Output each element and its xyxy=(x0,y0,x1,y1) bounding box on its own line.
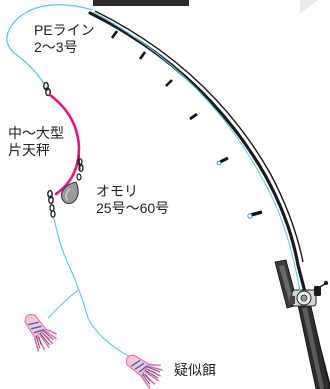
pe-line xyxy=(6,4,94,85)
top-bar xyxy=(93,0,189,6)
rod-guide xyxy=(216,156,229,166)
sinker-label-name: オモリ xyxy=(96,183,138,199)
upper-swivel-icon xyxy=(43,81,51,97)
squid-lure-icon xyxy=(24,313,58,352)
squid-lure-icon xyxy=(125,354,163,389)
leader-line xyxy=(53,217,137,361)
lure-label: 疑似餌 xyxy=(174,362,216,378)
rod-guides xyxy=(110,30,263,219)
tenbin-label: 中〜大型 片天秤 xyxy=(8,125,64,159)
lower-swivel-icon xyxy=(47,189,56,218)
tenbin-arm xyxy=(48,93,81,196)
pe-line-label-size: 2〜3号 xyxy=(34,39,78,55)
tenbin-label-name: 片天秤 xyxy=(8,142,50,158)
rod-guide xyxy=(110,30,119,39)
sinker-icon xyxy=(60,181,79,205)
pe-line-label-name: PEライン xyxy=(34,22,95,38)
rod-guide xyxy=(138,51,147,60)
rod-guide xyxy=(165,79,173,87)
sinker-label: オモリ 25号〜60号 xyxy=(96,183,169,217)
sinker-swivel-icon xyxy=(76,154,84,181)
pe-line-label: PEライン 2〜3号 xyxy=(34,22,95,56)
reel-icon xyxy=(290,280,329,307)
rod-guide xyxy=(189,112,198,121)
line-through-guides xyxy=(92,11,301,293)
branch-line xyxy=(47,289,79,319)
tenbin-label-size: 中〜大型 xyxy=(8,125,64,141)
rod-guide xyxy=(247,210,263,219)
background-shadow xyxy=(300,0,318,14)
sinker-label-size: 25号〜60号 xyxy=(96,200,170,216)
